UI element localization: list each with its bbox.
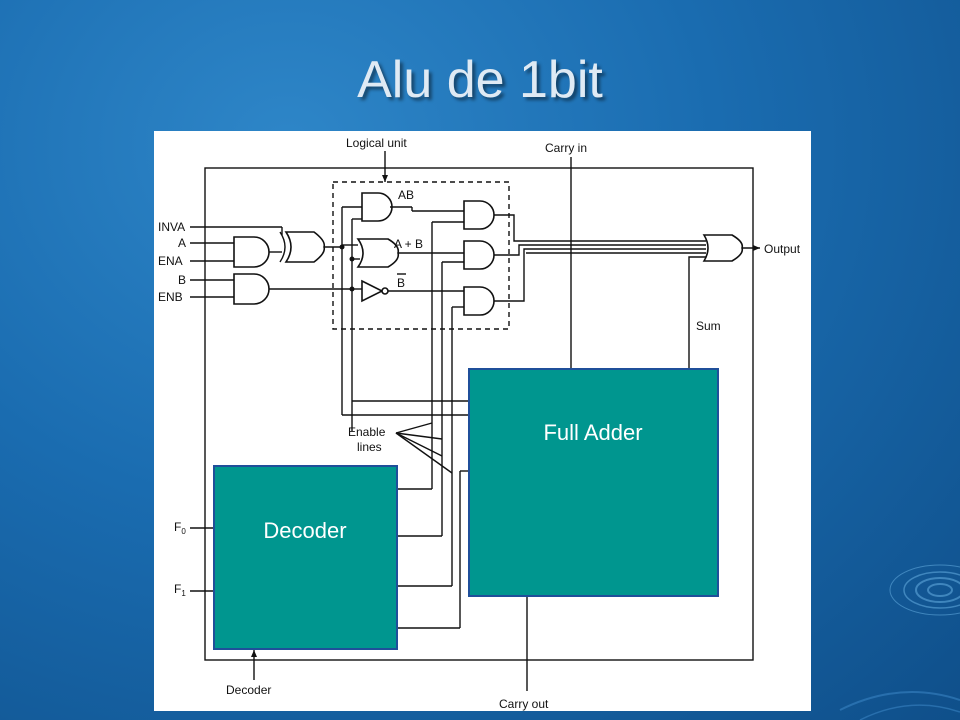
input-a-label: A bbox=[178, 236, 186, 250]
input-b-label: B bbox=[178, 273, 186, 287]
input-f0-label: F0 bbox=[174, 520, 186, 536]
and-gate-a bbox=[233, 236, 270, 268]
input-f1-label: F1 bbox=[174, 582, 186, 598]
decoder-box bbox=[213, 465, 398, 650]
alu-frame bbox=[204, 167, 754, 661]
xor-gate bbox=[284, 231, 326, 263]
alu-diagram: Logical unit Carry in INVA A ENA B ENB bbox=[154, 131, 811, 711]
input-inva-label: INVA bbox=[158, 220, 185, 234]
not-gate-b bbox=[361, 279, 384, 303]
and-gate-b bbox=[233, 273, 270, 305]
decoder-label: Decoder bbox=[263, 518, 346, 543]
gate-label-and: AB bbox=[398, 188, 414, 202]
decoder-caption: Decoder bbox=[226, 683, 271, 697]
input-ena-label: ENA bbox=[158, 254, 183, 268]
enable-lines-label-1: Enable bbox=[348, 425, 386, 439]
ripple-icon bbox=[839, 564, 960, 720]
sum-label: Sum bbox=[696, 319, 721, 333]
gate-label-not: B bbox=[397, 276, 405, 290]
enable-and-3 bbox=[463, 286, 495, 316]
output-or-gate bbox=[702, 234, 744, 262]
or-gate-a-plus-b bbox=[356, 238, 400, 268]
enable-lines-label-2: lines bbox=[357, 440, 382, 454]
carry-in-label: Carry in bbox=[545, 141, 587, 155]
carry-out-label: Carry out bbox=[499, 697, 549, 711]
enable-and-1 bbox=[463, 200, 495, 230]
slide-title: Alu de 1bit bbox=[357, 51, 603, 109]
full-adder-label: Full Adder bbox=[543, 420, 642, 445]
input-enb-label: ENB bbox=[158, 290, 183, 304]
full-adder-box bbox=[468, 368, 719, 597]
output-label: Output bbox=[764, 242, 801, 256]
logical-unit-label: Logical unit bbox=[346, 136, 407, 150]
and-gate-ab bbox=[361, 192, 393, 222]
enable-and-2 bbox=[463, 240, 495, 270]
gate-label-or: A + B bbox=[394, 237, 423, 251]
